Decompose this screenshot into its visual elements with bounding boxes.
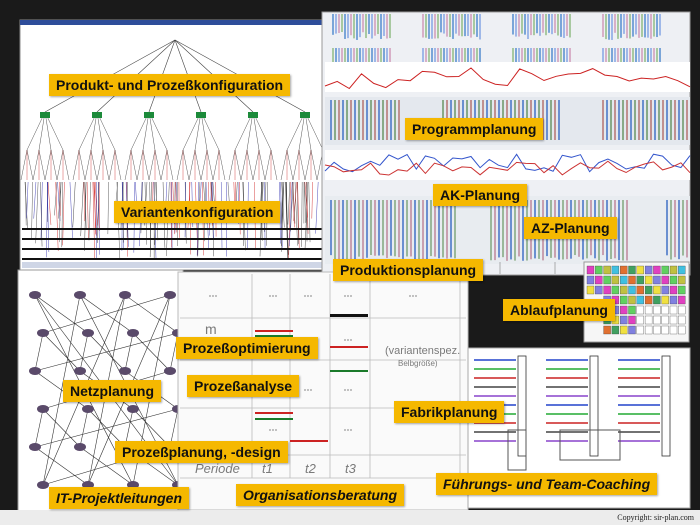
label-programmplanung: Programmplanung [405,118,544,140]
label-organisationsberatung: Organisationsberatung [236,484,405,506]
label-az-planung: AZ-Planung [524,217,617,239]
label-ak-planung: AK-Planung [433,184,528,206]
table-t2: t2 [305,461,316,476]
label-prozessanalyse: Prozeßanalyse [187,375,300,397]
panel-tree-titlebar [20,20,325,25]
label-prozessoptimierung: Prozeßoptimierung [176,337,318,359]
label-produktionsplanung: Produktionsplanung [333,259,484,281]
label-produkt-prozesskonfiguration: Produkt- und Prozeßkonfiguration [49,74,291,96]
label-prozessplanung-design: Prozeßplanung, -design [115,441,288,463]
footer-band [0,510,700,525]
panel-tree [19,19,326,271]
label-fabrikplanung: Fabrikplanung [394,401,505,423]
copyright-text: Copyright: sir-plan.com [617,513,694,522]
label-ablaufplanung: Ablaufplanung [503,299,615,321]
label-variantenkonfiguration: Variantenkonfiguration [114,201,281,223]
table-variant-note2: Belbgröße) [398,359,438,368]
table-t1: t1 [262,461,273,476]
table-t3: t3 [345,461,356,476]
label-fuehrungs-team-coaching: Führungs- und Team-Coaching [436,473,658,495]
label-it-projektleitungen: IT-Projektleitungen [49,487,190,509]
table-periode: Periode [195,461,240,476]
table-variant-note: (variantenspez. [385,345,461,357]
label-netzplanung: Netzplanung [63,380,161,402]
table-row-m: m [205,321,217,337]
